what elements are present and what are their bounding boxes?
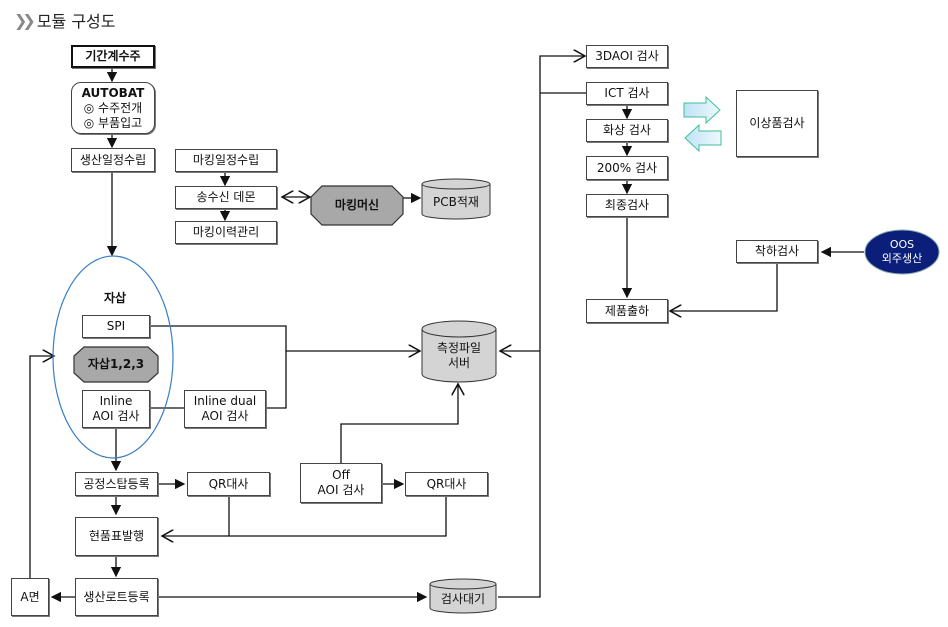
connector	[498, 56, 585, 598]
exchange-right-arrow-icon	[683, 95, 721, 125]
measure-server-line2: 서버	[447, 356, 471, 370]
node-marking-machine[interactable]: 마킹머신	[334, 198, 380, 212]
node-qr-check-1[interactable]: QR대사	[187, 472, 270, 496]
connector	[229, 496, 447, 537]
page-title-text: 모듈 구성도	[36, 12, 116, 31]
inline-dual-aoi-line1: Inline dual	[193, 394, 257, 408]
off-aoi-line2: AOI 검사	[317, 483, 365, 497]
node-process-step-reg[interactable]: 공정스탑등록	[75, 472, 158, 496]
off-aoi-line1: Off	[332, 468, 350, 482]
connector	[266, 351, 420, 409]
page-title: ❯❯ 모듈 구성도	[14, 8, 116, 32]
node-incoming-insp[interactable]: 착하검사	[736, 240, 818, 263]
connector	[150, 325, 287, 351]
node-off-aoi[interactable]: Off AOI 검사	[300, 463, 382, 503]
autobat-line1: ◎ 수주전개	[83, 100, 143, 115]
inspection-wait-cylinder	[429, 578, 497, 614]
node-production-plan[interactable]: 생산일정수립	[71, 148, 155, 172]
node-shipment[interactable]: 제품출하	[586, 299, 668, 323]
measure-server-cylinder	[421, 320, 497, 383]
node-ict[interactable]: ICT 검사	[586, 82, 668, 105]
exchange-left-arrow-icon	[684, 123, 722, 153]
self-insert-123-shape	[73, 346, 159, 383]
node-inspection-wait[interactable]: 검사대기	[440, 591, 486, 606]
self-insert-group-ellipse	[52, 255, 174, 459]
oos-ellipse	[864, 229, 940, 275]
node-marking-history[interactable]: 마킹이력관리	[175, 221, 277, 244]
measure-server-line1: 측정파일	[436, 341, 482, 355]
node-spi[interactable]: SPI	[82, 315, 150, 338]
node-marking-plan[interactable]: 마킹일정수립	[175, 149, 277, 172]
node-3d-aoi[interactable]: 3DAOI 검사	[586, 45, 668, 68]
node-order[interactable]: 기간계수주	[71, 45, 155, 68]
connector	[340, 384, 458, 463]
node-current-ticket[interactable]: 현품표발행	[75, 517, 158, 556]
self-insert-group-label: 자삽	[103, 290, 127, 305]
pcb-load-cylinder	[421, 178, 491, 220]
inline-aoi-line2: AOI 검사	[92, 409, 140, 423]
node-self-insert-123[interactable]: 자삽1,2,3	[87, 357, 145, 371]
oos-line1: OOS	[889, 238, 915, 251]
connector	[29, 356, 54, 578]
node-a-side[interactable]: A면	[11, 578, 49, 616]
double-chevron-right-icon: ❯❯	[14, 10, 36, 30]
node-inline-dual-aoi[interactable]: Inline dual AOI 검사	[184, 390, 266, 428]
node-pcb-load[interactable]: PCB적재	[433, 194, 479, 209]
autobat-title: AUTOBAT	[81, 85, 145, 100]
connector	[670, 262, 778, 311]
node-insp-200[interactable]: 200% 검사	[586, 156, 668, 180]
oos-line2: 외주생산	[881, 252, 923, 265]
node-qr-check-2[interactable]: QR대사	[405, 472, 488, 496]
marking-machine-shape	[310, 185, 404, 226]
node-oos[interactable]: OOS 외주생산	[865, 231, 939, 273]
node-final-insp[interactable]: 최종검사	[586, 194, 668, 217]
autobat-line2: ◎ 부품입고	[83, 115, 143, 130]
node-send-recv-daemon[interactable]: 송수신 데몬	[175, 186, 277, 209]
node-image-insp[interactable]: 화상 검사	[586, 119, 668, 142]
node-production-lot-reg[interactable]: 생산로트등록	[75, 578, 158, 616]
connector	[162, 496, 230, 536]
inline-dual-aoi-line2: AOI 검사	[201, 409, 249, 423]
node-defect-insp[interactable]: 이상품검사	[736, 90, 818, 157]
node-autobat[interactable]: AUTOBAT ◎ 수주전개 ◎ 부품입고	[71, 82, 155, 134]
node-inline-aoi[interactable]: Inline AOI 검사	[82, 390, 150, 428]
node-measure-server[interactable]: 측정파일 서버	[422, 338, 496, 374]
inline-aoi-line1: Inline	[99, 394, 133, 408]
